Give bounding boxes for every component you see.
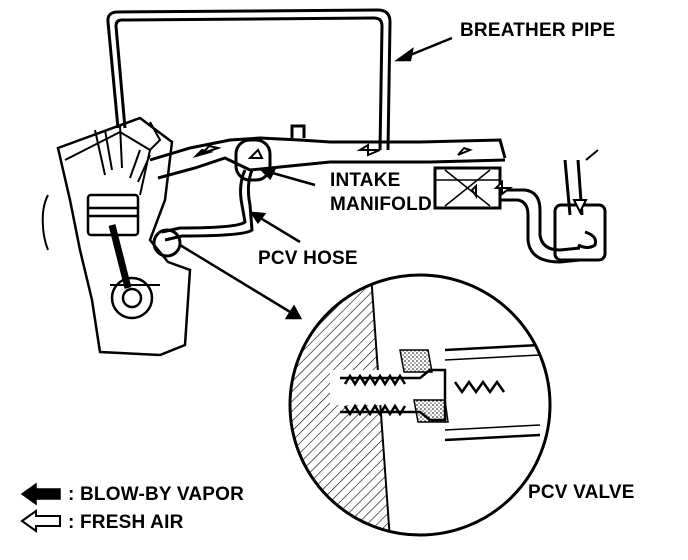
legend-fresh-air-label: : FRESH AIR — [68, 512, 184, 533]
label-pcv-hose: PCV HOSE — [258, 248, 358, 269]
pcv-valve-detail — [288, 273, 552, 537]
air-cleaner — [433, 166, 502, 210]
label-intake-manifold-line1: INTAKE — [330, 170, 401, 191]
pcv-valve-locator-circle — [152, 228, 182, 258]
legend-icons — [20, 482, 61, 533]
fresh-air-arrow-icon — [20, 509, 61, 533]
piston-assembly — [86, 193, 154, 320]
flow-arrows — [192, 143, 599, 215]
label-intake-manifold-line2: MANIFOLD — [330, 194, 432, 215]
valve-train — [94, 121, 162, 183]
legend-blow-by-label: : BLOW-BY VAPOR — [68, 484, 245, 505]
inlet-duct — [500, 159, 607, 264]
label-pcv-valve: PCV VALVE — [528, 482, 635, 503]
pcv-hose — [161, 169, 254, 242]
label-breather-pipe: BREATHER PIPE — [460, 20, 616, 41]
blow-by-arrow-icon — [20, 482, 61, 506]
breather-pipe — [106, 8, 392, 151]
